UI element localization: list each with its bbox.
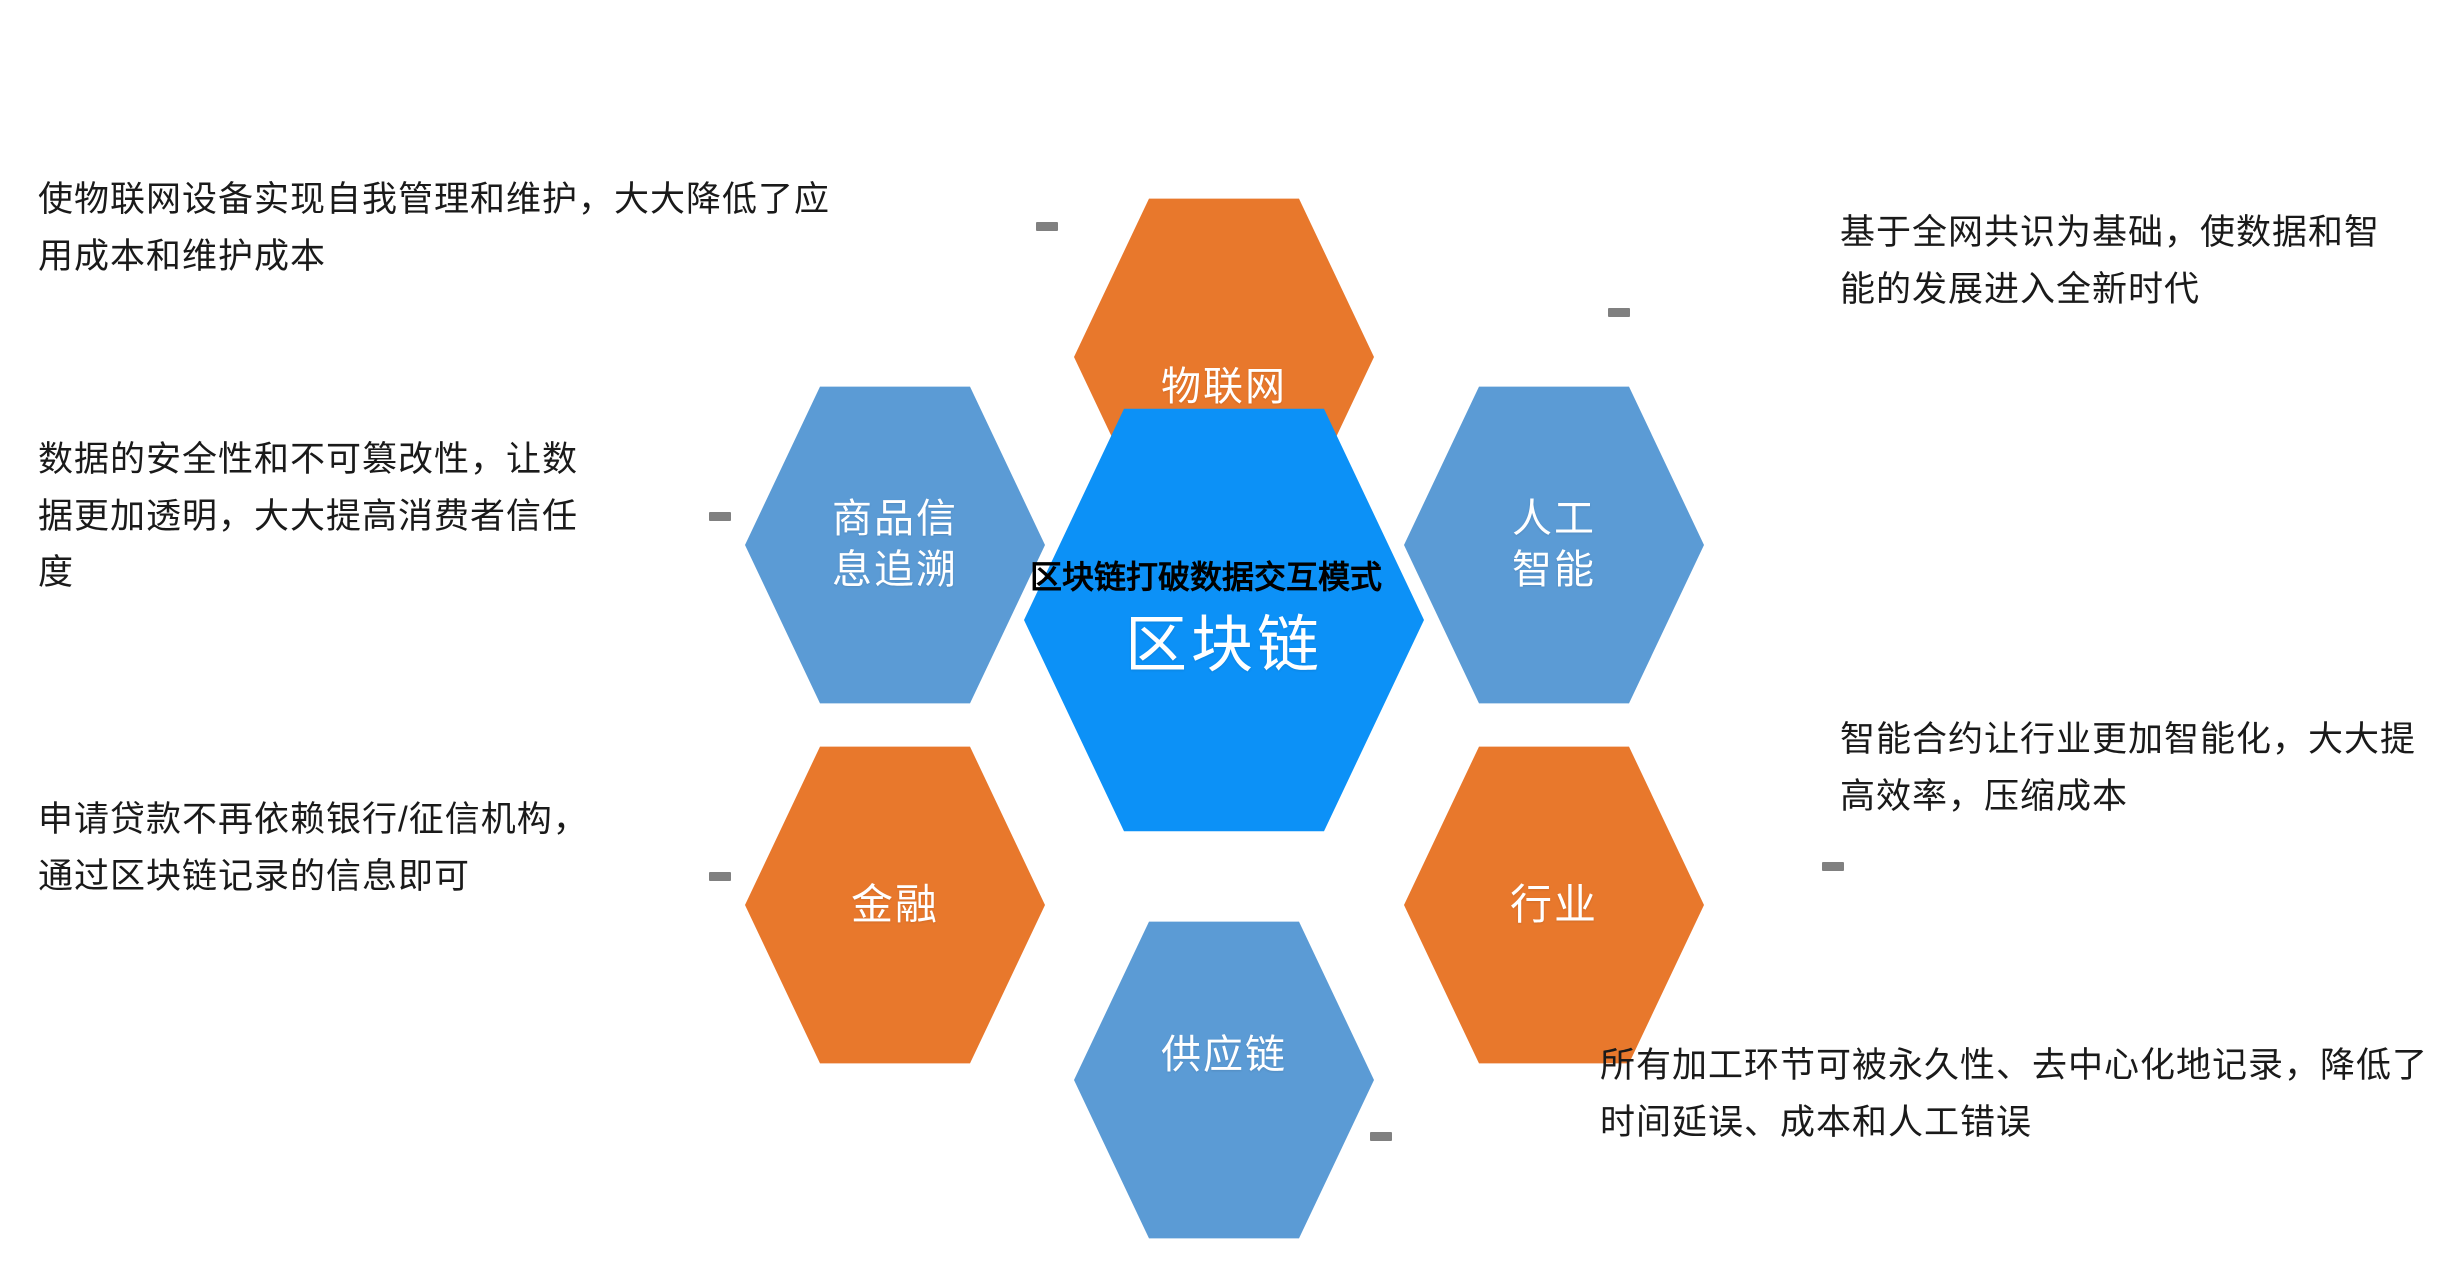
hex-label-iot: 物联网 <box>1161 365 1287 410</box>
hex-label-industry: 行业 <box>1509 881 1598 929</box>
callout-finance-note: 申请贷款不再依赖银行/征信机构，通过区块链记录的信息即可 <box>38 800 589 896</box>
hex-label-center-blockchain: 区块链 <box>1124 611 1323 681</box>
hex-node-ai[interactable]: 人工 智能 <box>1404 386 1704 704</box>
hex-label-ai: 人工 智能 <box>1512 496 1596 592</box>
connector-stub-traceability-left <box>709 512 731 521</box>
hex-node-supply-chain[interactable]: 供应链 <box>1074 921 1374 1239</box>
connector-stub-finance-left <box>709 872 731 881</box>
hex-label-supply-chain: 供应链 <box>1161 1033 1287 1078</box>
callout-supply-note: 所有加工环节可被永久性、去中心化地记录，降低了时间延误、成本和人工错误 <box>1600 1046 2429 1142</box>
hex-node-traceability[interactable]: 商品信 息追溯 <box>745 386 1045 704</box>
hex-node-finance[interactable]: 金融 <box>745 746 1045 1064</box>
hex-label-finance: 金融 <box>850 881 939 929</box>
hex-label-traceability: 商品信 息追溯 <box>832 496 958 592</box>
connector-stub-ai-right <box>1608 308 1630 317</box>
hex-node-center-blockchain[interactable]: 区块链 <box>1024 408 1424 832</box>
hex-node-industry[interactable]: 行业 <box>1404 746 1704 1064</box>
callout-industry-note: 智能合约让行业更加智能化，大大提高效率，压缩成本 <box>1840 720 2417 816</box>
callout-traceability-note: 数据的安全性和不可篡改性，让数据更加透明，大大提高消费者信任度 <box>38 440 579 593</box>
diagram-title: 区块链打破数据交互模式 <box>1030 559 1383 595</box>
connector-stub-supply-bottom <box>1370 1132 1392 1141</box>
connector-stub-iot-left <box>1036 222 1058 231</box>
callout-ai-note: 基于全网共识为基础，使数据和智能的发展进入全新时代 <box>1840 213 2381 309</box>
callout-iot-note: 使物联网设备实现自我管理和维护，大大降低了应用成本和维护成本 <box>38 180 831 276</box>
connector-stub-industry-right <box>1822 862 1844 871</box>
